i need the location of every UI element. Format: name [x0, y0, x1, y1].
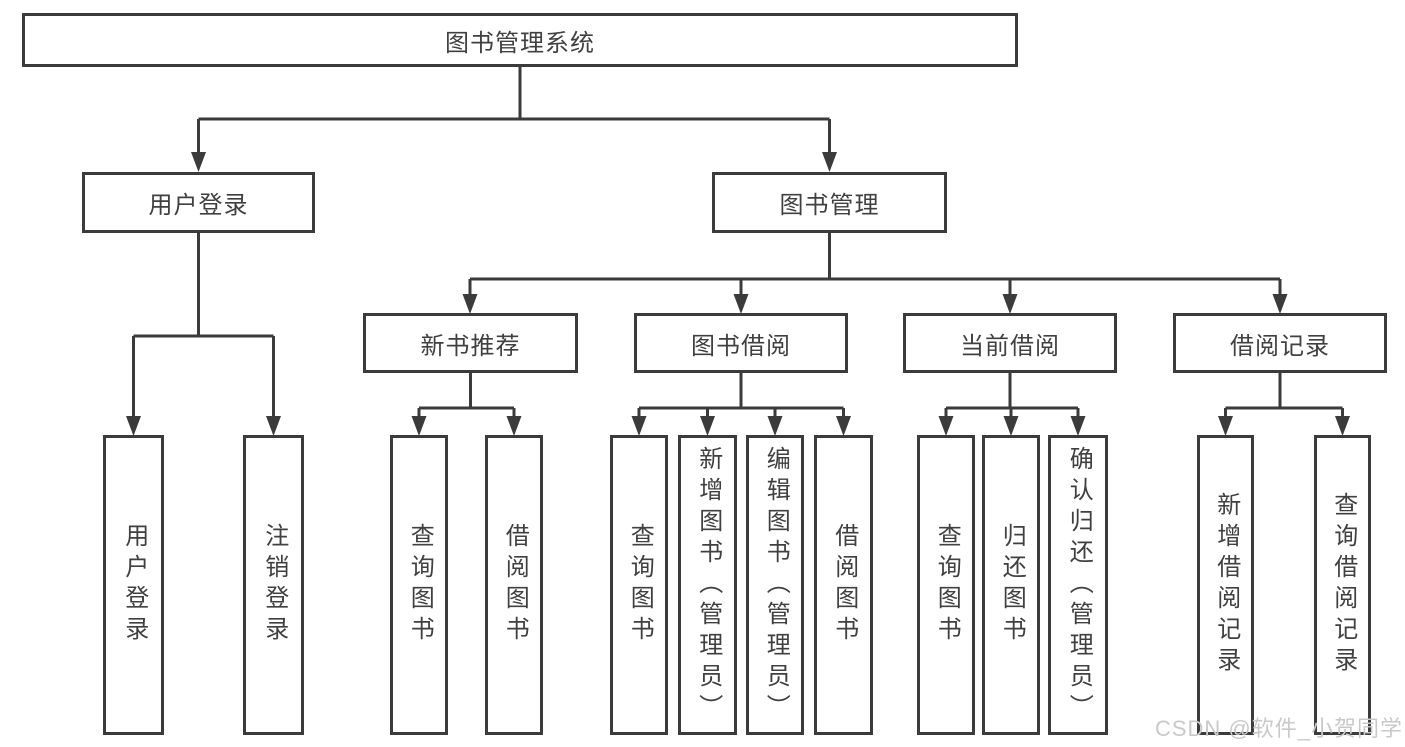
leaf-logout: 注销登录 [243, 435, 304, 735]
connector-records-to-leaves [1218, 373, 1350, 436]
connector-login-to-leaves [126, 233, 281, 436]
connector-borrow-to-leaves [631, 373, 851, 436]
leaf-confirm-return-admin: 确认归还（管理员） [1048, 435, 1108, 735]
leaf-return-books: 归还图书 [982, 435, 1040, 735]
node-label: 注销登录 [260, 523, 288, 647]
node-new-book-recommend: 新书推荐 [363, 313, 578, 373]
node-label: 图书管理系统 [445, 29, 595, 57]
node-label: 查询借阅记录 [1329, 492, 1357, 678]
node-label: 查询图书 [406, 523, 434, 647]
node-book-management: 图书管理 [712, 172, 947, 233]
csdn-watermark: CSDN @软件_小贺同学 [1154, 716, 1403, 741]
node-label: 查询图书 [933, 523, 961, 647]
node-label: 借阅图书 [501, 523, 529, 647]
leaf-recommend-borrow-books: 借阅图书 [485, 435, 543, 735]
leaf-user-login: 用户登录 [103, 435, 164, 735]
node-borrow-records: 借阅记录 [1173, 313, 1387, 373]
node-label: 借阅记录 [1230, 332, 1330, 360]
node-book-borrow: 图书借阅 [634, 313, 848, 373]
node-label: 图书借阅 [691, 332, 791, 360]
leaf-add-borrow-record: 新增借阅记录 [1197, 435, 1254, 735]
leaf-borrow-query-books: 查询图书 [610, 435, 668, 735]
node-label: 新增借阅记录 [1212, 492, 1240, 678]
node-label: 当前借阅 [960, 332, 1060, 360]
node-label: 查询图书 [626, 523, 654, 647]
connector-mgmt-to-level3 [462, 233, 1288, 314]
connector-recommend-to-leaves [411, 373, 522, 436]
node-label: 用户登录 [120, 523, 148, 647]
node-root-system: 图书管理系统 [22, 13, 1018, 67]
leaf-borrow-books: 借阅图书 [814, 435, 873, 735]
node-user-login: 用户登录 [82, 172, 315, 233]
node-label: 新书推荐 [420, 332, 521, 360]
node-label: 用户登录 [148, 192, 249, 219]
leaf-recommend-query-books: 查询图书 [390, 435, 448, 735]
node-label: 确认归还（管理员） [1065, 445, 1093, 725]
node-label: 编辑图书（管理员） [762, 445, 790, 725]
connector-root-to-level2 [191, 67, 837, 172]
leaf-add-books-admin: 新增图书（管理员） [678, 435, 737, 735]
node-label: 新增图书（管理员） [694, 445, 722, 725]
node-label: 归还图书 [998, 523, 1026, 647]
connector-current-to-leaves [938, 373, 1086, 436]
leaf-query-borrow-record: 查询借阅记录 [1314, 435, 1371, 735]
leaf-edit-books-admin: 编辑图书（管理员） [746, 435, 804, 735]
node-label: 图书管理 [779, 192, 880, 219]
node-label: 借阅图书 [830, 523, 858, 647]
leaf-current-query-books: 查询图书 [917, 435, 975, 735]
node-current-borrow: 当前借阅 [903, 313, 1117, 373]
